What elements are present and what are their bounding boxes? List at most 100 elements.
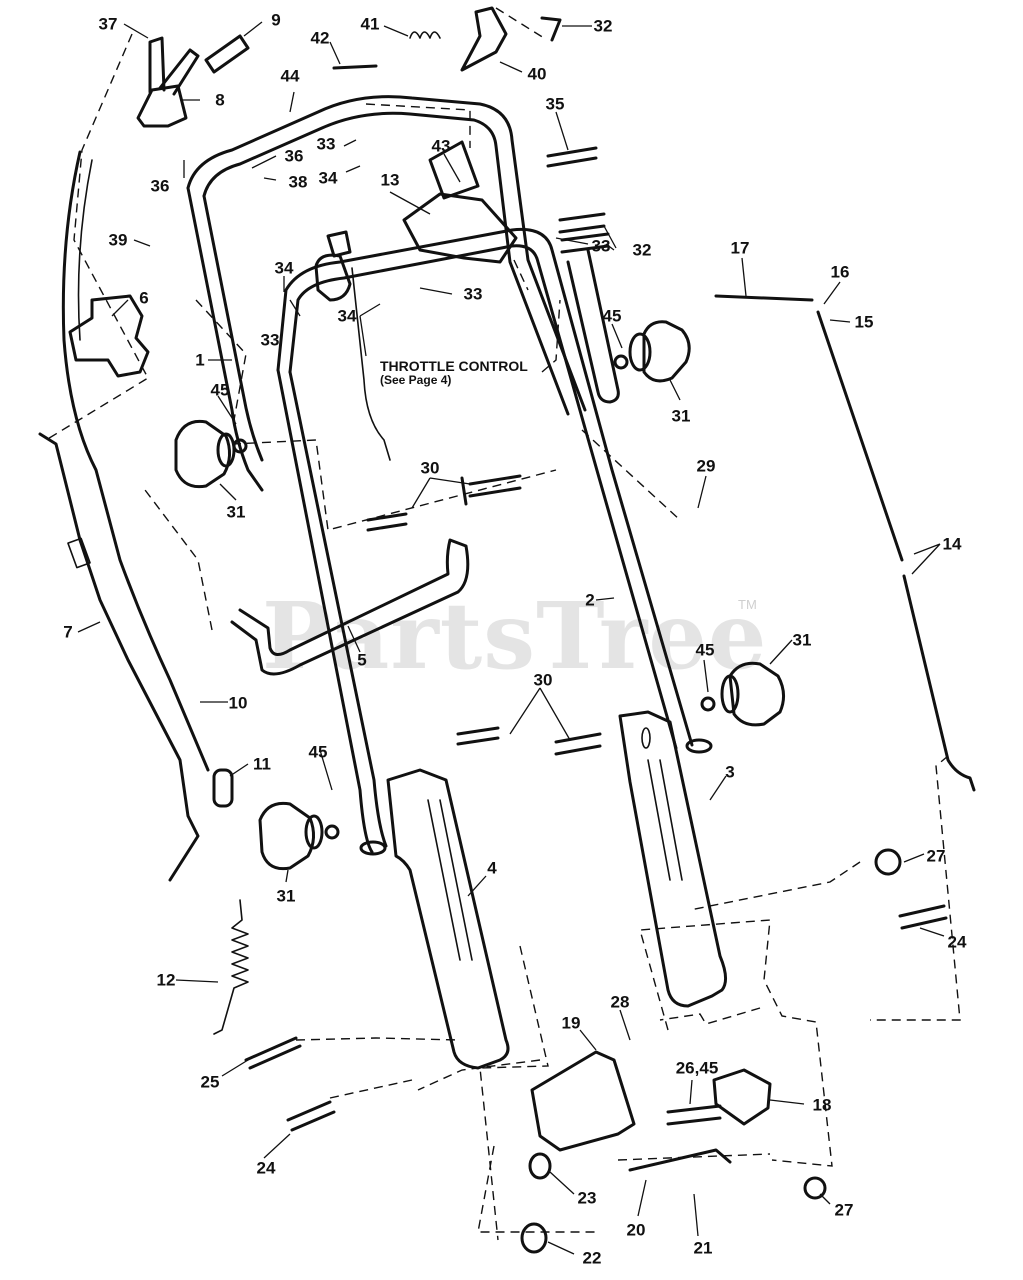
callout-33: 33: [260, 330, 280, 350]
callout-34: 34: [274, 258, 294, 278]
upper-handle: [186, 95, 587, 412]
callout-2: 2: [585, 590, 595, 610]
callout-28: 28: [610, 992, 630, 1012]
lever-6: [68, 294, 150, 378]
callout-44: 44: [280, 66, 300, 86]
bolt-30-c: [554, 732, 602, 756]
cross-rod: [230, 538, 470, 676]
bolt-30-b: [366, 512, 408, 532]
spring-12: [213, 899, 249, 1035]
callout-30: 30: [420, 458, 440, 478]
bolt-24-b: [286, 1100, 336, 1132]
callout-41: 41: [360, 14, 380, 34]
bolt-30-a: [460, 474, 522, 506]
callout-39: 39: [108, 230, 128, 250]
callout-10: 10: [228, 693, 248, 713]
callout-42: 42: [310, 28, 330, 48]
callout-45: 45: [210, 380, 230, 400]
bolt-30-d: [456, 726, 500, 746]
throttle-control-note: THROTTLE CONTROL (See Page 4): [380, 358, 528, 388]
nut-27-a: [874, 848, 902, 876]
link-11: [212, 768, 234, 808]
pin-42: [332, 64, 378, 70]
callout-35: 35: [545, 94, 565, 114]
callout-5: 5: [357, 650, 367, 670]
bolt-32-b: [560, 232, 610, 254]
callout-24: 24: [947, 932, 967, 952]
spacer-22: [520, 1222, 548, 1254]
callout-33: 33: [591, 236, 611, 256]
callout-27: 27: [834, 1200, 854, 1220]
callout-6: 6: [139, 288, 149, 308]
callout-34: 34: [337, 306, 357, 326]
callout-31: 31: [226, 502, 246, 522]
callout-14: 14: [942, 534, 962, 554]
callout-17: 17: [730, 238, 750, 258]
callout-9: 9: [271, 10, 281, 30]
part-43: [428, 140, 480, 200]
lower-handle: [276, 227, 694, 747]
callout-32: 32: [632, 240, 652, 260]
callout-15: 15: [854, 312, 874, 332]
callout-31: 31: [276, 886, 296, 906]
callout-12: 12: [156, 970, 176, 990]
rod-14: [816, 310, 904, 562]
callout-19: 19: [561, 1013, 581, 1033]
callout-40: 40: [527, 64, 547, 84]
left-bracket: [386, 768, 510, 1070]
control-cable: [61, 150, 210, 772]
bolt-32-top: [540, 16, 562, 42]
throttle-control-title: THROTTLE CONTROL: [380, 358, 528, 374]
knob-31-upper-left: [174, 419, 248, 489]
callout-22: 22: [582, 1248, 602, 1268]
bracket-18: [712, 1068, 772, 1126]
callout-38: 38: [288, 172, 308, 192]
callout-45: 45: [602, 306, 622, 326]
callout-45: 45: [695, 640, 715, 660]
callout-34: 34: [318, 168, 338, 188]
cable-7: [38, 432, 200, 882]
throttle-control-reference: (See Page 4): [380, 373, 452, 388]
nut-27-b: [803, 1176, 827, 1200]
callout-29: 29: [696, 456, 716, 476]
callout-37: 37: [98, 14, 118, 34]
callout-24: 24: [256, 1158, 276, 1178]
rod-20: [628, 1148, 732, 1172]
clip-40: [460, 6, 508, 72]
watermark-trademark: TM: [738, 597, 757, 612]
callout-32: 32: [593, 16, 613, 36]
pin-9: [204, 34, 250, 74]
callout-21: 21: [693, 1238, 713, 1258]
callout-36: 36: [150, 176, 170, 196]
callout-16: 16: [830, 262, 850, 282]
bolt-26: [666, 1104, 722, 1126]
knob-31-upper-right: [613, 320, 691, 383]
callout-45: 45: [308, 742, 328, 762]
bolt-24-a: [898, 904, 948, 930]
callout-26-45: 26,45: [675, 1058, 719, 1078]
bolt-32-a: [558, 212, 606, 234]
plate-13: [402, 192, 518, 264]
callout-33: 33: [463, 284, 483, 304]
callout-3: 3: [725, 762, 735, 782]
knob-31-mid-right: [700, 661, 785, 727]
callout-18: 18: [812, 1095, 832, 1115]
callout-27: 27: [926, 846, 946, 866]
callout-31: 31: [792, 630, 812, 650]
knob-31-lower-left: [258, 801, 340, 871]
callout-36: 36: [284, 146, 304, 166]
callout-4: 4: [487, 858, 497, 878]
callout-33: 33: [316, 134, 336, 154]
callout-20: 20: [626, 1220, 646, 1240]
bracket-19: [530, 1050, 636, 1152]
callout-30: 30: [533, 670, 553, 690]
callout-25: 25: [200, 1072, 220, 1092]
bolt-35: [546, 146, 598, 168]
callout-31: 31: [671, 406, 691, 426]
callout-43: 43: [431, 136, 451, 156]
right-bracket: [618, 710, 727, 1008]
bolt-25: [244, 1036, 302, 1070]
callout-23: 23: [577, 1188, 597, 1208]
